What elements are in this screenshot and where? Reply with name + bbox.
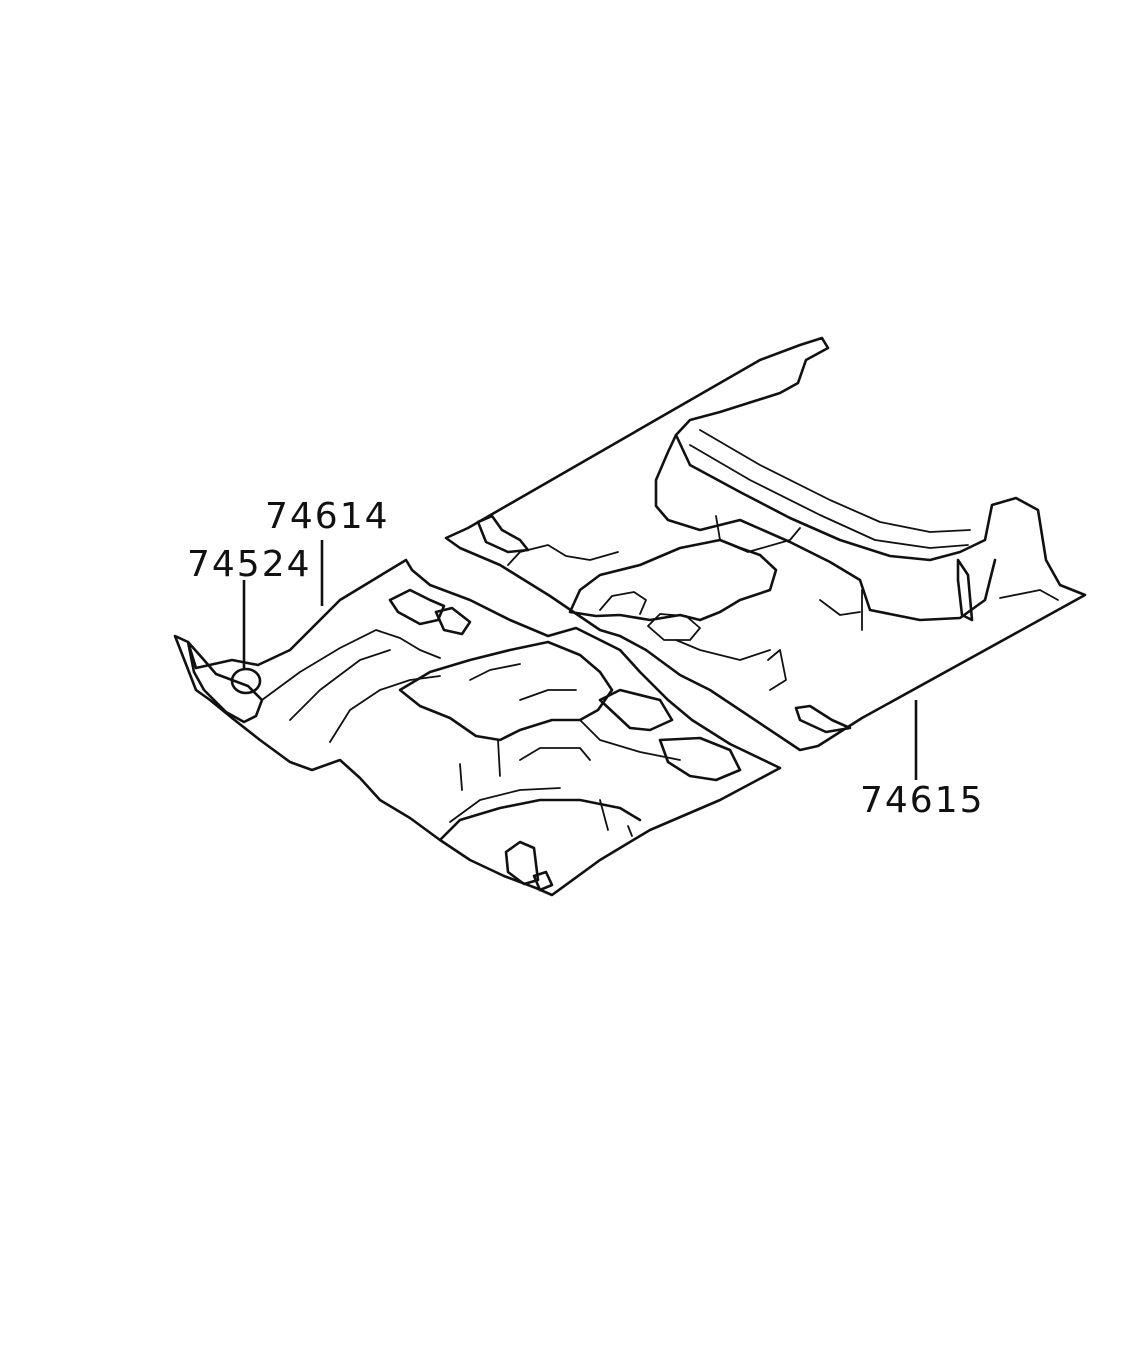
callout-74614: 74614 — [265, 496, 390, 537]
front-floor-carpet — [173, 558, 782, 897]
rear-floor-carpet — [444, 336, 1087, 752]
callout-74524: 74524 — [187, 544, 312, 585]
callout-74615: 74615 — [860, 780, 985, 821]
